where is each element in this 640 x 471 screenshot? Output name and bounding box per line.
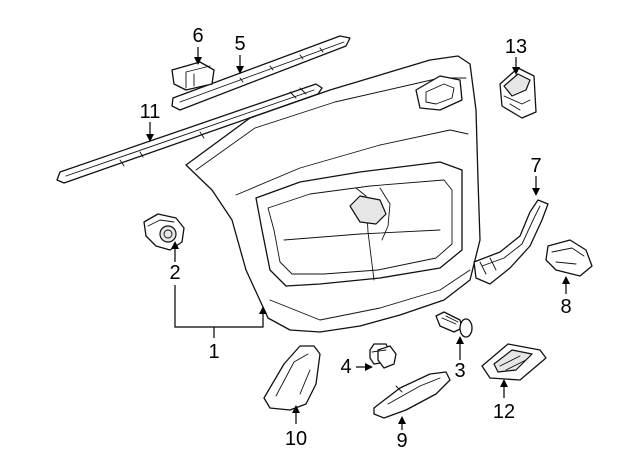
callout-10: 10 <box>285 428 307 450</box>
callout-5: 5 <box>234 33 245 55</box>
part-2-speaker-grille[interactable] <box>143 213 185 251</box>
callout-1: 1 <box>208 341 219 363</box>
part-7-pull-handle[interactable] <box>473 199 549 285</box>
callout-3: 3 <box>454 360 465 382</box>
callout-9: 9 <box>396 430 407 452</box>
part-13-window-switch[interactable] <box>499 67 537 119</box>
callout-2: 2 <box>169 262 180 284</box>
part-11-belt-molding[interactable] <box>56 83 323 184</box>
part-8-bracket[interactable] <box>545 239 593 277</box>
callout-13: 13 <box>505 36 527 58</box>
callout-7: 7 <box>530 155 541 177</box>
part-6-clip[interactable] <box>171 61 215 91</box>
leader-lines <box>146 47 570 430</box>
callout-4: 4 <box>340 356 351 378</box>
callout-6: 6 <box>192 25 203 47</box>
part-9-cover-strip[interactable] <box>373 371 451 419</box>
part-1-door-trim-panel[interactable] <box>185 55 481 333</box>
part-4-plug[interactable] <box>369 343 397 369</box>
callout-11: 11 <box>140 101 161 123</box>
part-3-fastener[interactable] <box>435 311 473 338</box>
callout-8: 8 <box>560 296 571 318</box>
part-5-window-seal[interactable] <box>171 35 351 111</box>
callout-numbers: 1 2 3 4 5 6 7 8 9 10 11 12 13 <box>140 25 572 452</box>
callout-12: 12 <box>493 401 515 423</box>
part-10-trim-cap[interactable] <box>263 345 321 411</box>
part-12-bezel[interactable] <box>481 343 547 381</box>
